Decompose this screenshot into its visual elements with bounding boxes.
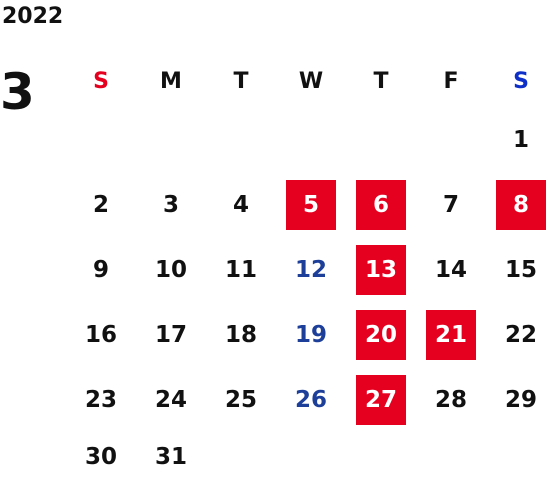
day-number: 23 — [84, 386, 117, 413]
day-number: 5 — [286, 179, 336, 230]
day-number: 17 — [154, 321, 187, 348]
day-number: 7 — [442, 191, 459, 218]
day-number: 12 — [294, 256, 327, 283]
day-cell-21: 21 — [416, 302, 486, 367]
year-label: 2022 — [2, 4, 64, 29]
day-number: 21 — [426, 309, 476, 360]
day-number: 2 — [92, 191, 109, 218]
day-number: 31 — [154, 444, 187, 470]
day-cell-10: 10 — [136, 237, 206, 302]
day-cell-14: 14 — [416, 237, 486, 302]
weekday-header-wed: W — [298, 68, 324, 94]
day-cell-9: 9 — [66, 237, 136, 302]
day-cell-19: 19 — [276, 302, 346, 367]
day-cell-26: 26 — [276, 367, 346, 432]
empty-day-cell — [206, 107, 276, 172]
day-number: 18 — [224, 321, 257, 348]
day-number: 15 — [504, 256, 537, 283]
day-cell-25: 25 — [206, 367, 276, 432]
day-number: 1 — [512, 126, 529, 153]
month-number: 3 — [0, 63, 35, 121]
empty-day-cell — [276, 107, 346, 172]
day-cell-27: 27 — [346, 367, 416, 432]
day-number: 26 — [294, 386, 327, 413]
day-cell-28: 28 — [416, 367, 486, 432]
day-number: 14 — [434, 256, 467, 283]
day-number: 30 — [84, 444, 117, 470]
day-cell-3: 3 — [136, 172, 206, 237]
day-cell-24: 24 — [136, 367, 206, 432]
day-cell-6: 6 — [346, 172, 416, 237]
day-number: 6 — [356, 179, 406, 230]
day-cell-30: 30 — [66, 432, 136, 482]
day-number: 9 — [92, 256, 109, 283]
weekday-header-sun: S — [93, 68, 109, 94]
day-cell-15: 15 — [486, 237, 548, 302]
day-number: 3 — [162, 191, 179, 218]
weekday-header-sat: S — [513, 68, 529, 94]
day-cell-31: 31 — [136, 432, 206, 482]
day-number: 27 — [356, 374, 406, 425]
day-cell-13: 13 — [346, 237, 416, 302]
day-number: 19 — [294, 321, 327, 348]
day-cell-1: 1 — [486, 107, 548, 172]
empty-day-cell — [416, 107, 486, 172]
day-number: 13 — [356, 244, 406, 295]
day-cell-17: 17 — [136, 302, 206, 367]
weekday-header-thu: T — [373, 68, 389, 94]
day-number: 8 — [496, 179, 546, 230]
day-cell-11: 11 — [206, 237, 276, 302]
day-number: 20 — [356, 309, 406, 360]
weekday-header-tue: T — [233, 68, 249, 94]
day-number: 4 — [232, 191, 249, 218]
empty-day-cell — [66, 107, 136, 172]
day-number: 24 — [154, 386, 187, 413]
day-cell-18: 18 — [206, 302, 276, 367]
day-cell-2: 2 — [66, 172, 136, 237]
day-number: 11 — [224, 256, 257, 283]
day-cell-22: 22 — [486, 302, 548, 367]
empty-day-cell — [346, 107, 416, 172]
day-number: 16 — [84, 321, 117, 348]
day-cell-16: 16 — [66, 302, 136, 367]
day-cell-4: 4 — [206, 172, 276, 237]
weekday-header-mon: M — [160, 68, 182, 94]
day-number: 25 — [224, 386, 257, 413]
day-number: 10 — [154, 256, 187, 283]
day-cell-8: 8 — [486, 172, 548, 237]
day-number: 28 — [434, 386, 467, 413]
empty-day-cell — [136, 107, 206, 172]
day-number: 29 — [504, 386, 537, 413]
day-cell-5: 5 — [276, 172, 346, 237]
day-cell-23: 23 — [66, 367, 136, 432]
day-cell-12: 12 — [276, 237, 346, 302]
day-cell-7: 7 — [416, 172, 486, 237]
weekday-header-fri: F — [443, 68, 459, 94]
day-cell-29: 29 — [486, 367, 548, 432]
day-number: 22 — [504, 321, 537, 348]
day-cell-20: 20 — [346, 302, 416, 367]
